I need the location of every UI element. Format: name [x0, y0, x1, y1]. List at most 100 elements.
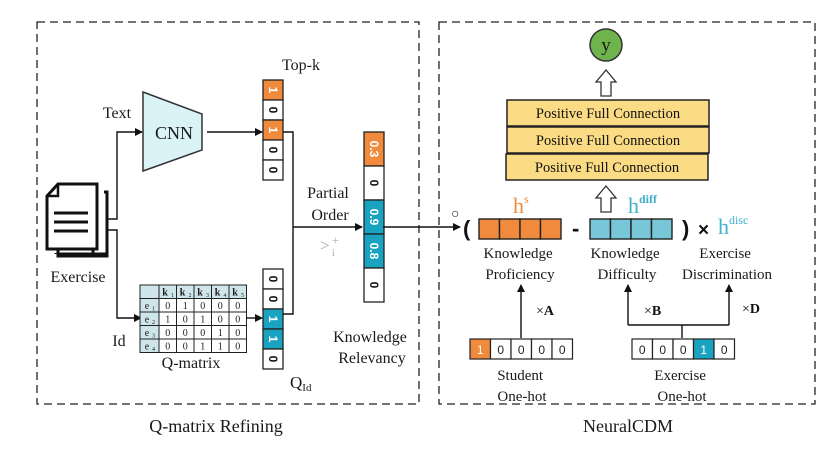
q-matrix-corner-cell: [139, 284, 160, 299]
fc-layer-label: Positive Full Connection: [536, 133, 681, 149]
topk-value: 0: [266, 147, 280, 154]
hs-vector: [478, 218, 562, 240]
partial-order-sub: i: [332, 248, 335, 259]
fc-layer: [506, 99, 710, 127]
q-matrix-value: 1: [218, 328, 223, 339]
student-onehot-value: 0: [497, 343, 504, 357]
q-matrix-value: 0: [235, 315, 240, 326]
topk-value: 0: [266, 107, 280, 114]
exercise-onehot-value: 0: [680, 343, 687, 357]
cnn-label: CNN: [155, 123, 193, 143]
student-onehot-label: Student One-hot: [497, 368, 547, 405]
hdisc-label: hdisc: [718, 213, 748, 239]
q-matrix-row-header-cell: [139, 298, 160, 313]
qid-merge-line: [283, 227, 294, 315]
hs-cell: [498, 218, 521, 240]
qid-label: QId: [290, 373, 312, 394]
hollow-arrow-to-output: [594, 68, 618, 97]
student-onehot-value: 1: [477, 343, 484, 357]
q-matrix-value: 1: [165, 315, 170, 326]
exercise-onehot-value: 0: [639, 343, 646, 357]
topk-cell: [262, 159, 284, 181]
id-label: Id: [112, 333, 125, 350]
exercise-onehot-cell: [713, 338, 736, 360]
hdiff-cell: [609, 218, 632, 240]
qid-cell: [262, 348, 284, 370]
exercise-onehot-label: Exercise One-hot: [654, 368, 709, 405]
q-matrix-row-header-cell: [139, 325, 160, 340]
q-matrix-value: 0: [183, 342, 188, 353]
hdiff-label: hdiff: [628, 192, 658, 218]
topk-merge-line: [283, 131, 294, 227]
q-matrix-value: 0: [183, 328, 188, 339]
q-matrix-value: 0: [165, 342, 170, 353]
partial-order-sup: +: [332, 233, 339, 247]
partial-order-symbol: >: [320, 236, 330, 255]
exercise-label: Exercise: [50, 269, 105, 286]
q-matrix-value: 1: [183, 301, 188, 312]
relevancy-cell: [363, 267, 385, 303]
right-panel-caption: NeuralCDM: [583, 416, 673, 436]
q-matrix-row-header: e: [145, 315, 150, 326]
qid-value: 0: [266, 296, 280, 303]
relevancy-value: 0: [367, 282, 381, 289]
relevancy-value: 0.8: [367, 243, 381, 260]
q-matrix-row-header-sub: 4: [152, 347, 155, 353]
student-onehot-cell: [551, 338, 574, 360]
relevancy-value: 0.9: [367, 209, 381, 226]
q-matrix-row-header: e: [145, 328, 150, 339]
q-matrix-value: 0: [218, 315, 223, 326]
hadamard-symbol: ○: [451, 207, 459, 222]
fc-layer-label: Positive Full Connection: [536, 106, 681, 122]
left-panel-caption: Q-matrix Refining: [149, 416, 282, 436]
q-matrix-row-header: e: [145, 342, 150, 353]
text-label: Text: [103, 105, 132, 122]
qid-value: 1: [266, 336, 280, 343]
fc-layer: [505, 153, 709, 181]
knowledge-difficulty-label: Knowledge Difficulty: [591, 246, 664, 283]
open-paren: (: [463, 216, 471, 241]
q-matrix-value: 0: [235, 301, 240, 312]
exercise-onehot-value: 0: [659, 343, 666, 357]
q-matrix-value: 1: [200, 342, 205, 353]
hdiff-vector: [589, 218, 673, 240]
partial-order-label: Partial Order: [307, 185, 353, 224]
q-matrix-col-header-sub: 5: [241, 293, 244, 299]
mult-d-label: ×D: [742, 302, 760, 317]
q-matrix-row-header-cell: [139, 311, 160, 326]
q-matrix-value: 0: [200, 328, 205, 339]
student-onehot-value: 0: [559, 343, 566, 357]
hs-cell: [478, 218, 501, 240]
q-matrix-row-header-sub: 1: [152, 307, 155, 313]
q-matrix-value: 1: [218, 342, 223, 353]
output-y-label: y: [601, 35, 611, 56]
fc-layer: [506, 126, 710, 154]
q-matrix-refining-panel: [36, 21, 420, 405]
neuralcdm-panel: [438, 21, 816, 405]
id-arrow: [108, 229, 142, 322]
q-matrix-value: 0: [165, 328, 170, 339]
q-matrix-row-header-cell: [139, 338, 160, 353]
q-matrix-row-header: e: [145, 301, 150, 312]
knowledge-proficiency-label: Knowledge Proficiency: [484, 246, 557, 283]
topk-value: 1: [266, 127, 280, 134]
qid-value: 0: [266, 356, 280, 363]
q-matrix-row-header-sub: 2: [152, 320, 155, 326]
hs-label: hs: [513, 192, 529, 218]
q-matrix-value: 0: [235, 328, 240, 339]
q-matrix-value: 0: [200, 301, 205, 312]
relevancy-value: 0.3: [367, 141, 381, 158]
topk-label: Top-k: [282, 57, 320, 74]
q-matrix-col-header: k: [215, 288, 221, 299]
relevancy-value: 0: [367, 180, 381, 187]
exercise-discrimination-label: Exercise Discrimination: [682, 246, 772, 283]
student-onehot-value: 0: [538, 343, 545, 357]
hollow-arrow-to-fc: [594, 184, 618, 213]
q-matrix-col-header-sub: 1: [171, 293, 174, 299]
output-y-node: [589, 28, 623, 62]
hs-cell: [539, 218, 562, 240]
